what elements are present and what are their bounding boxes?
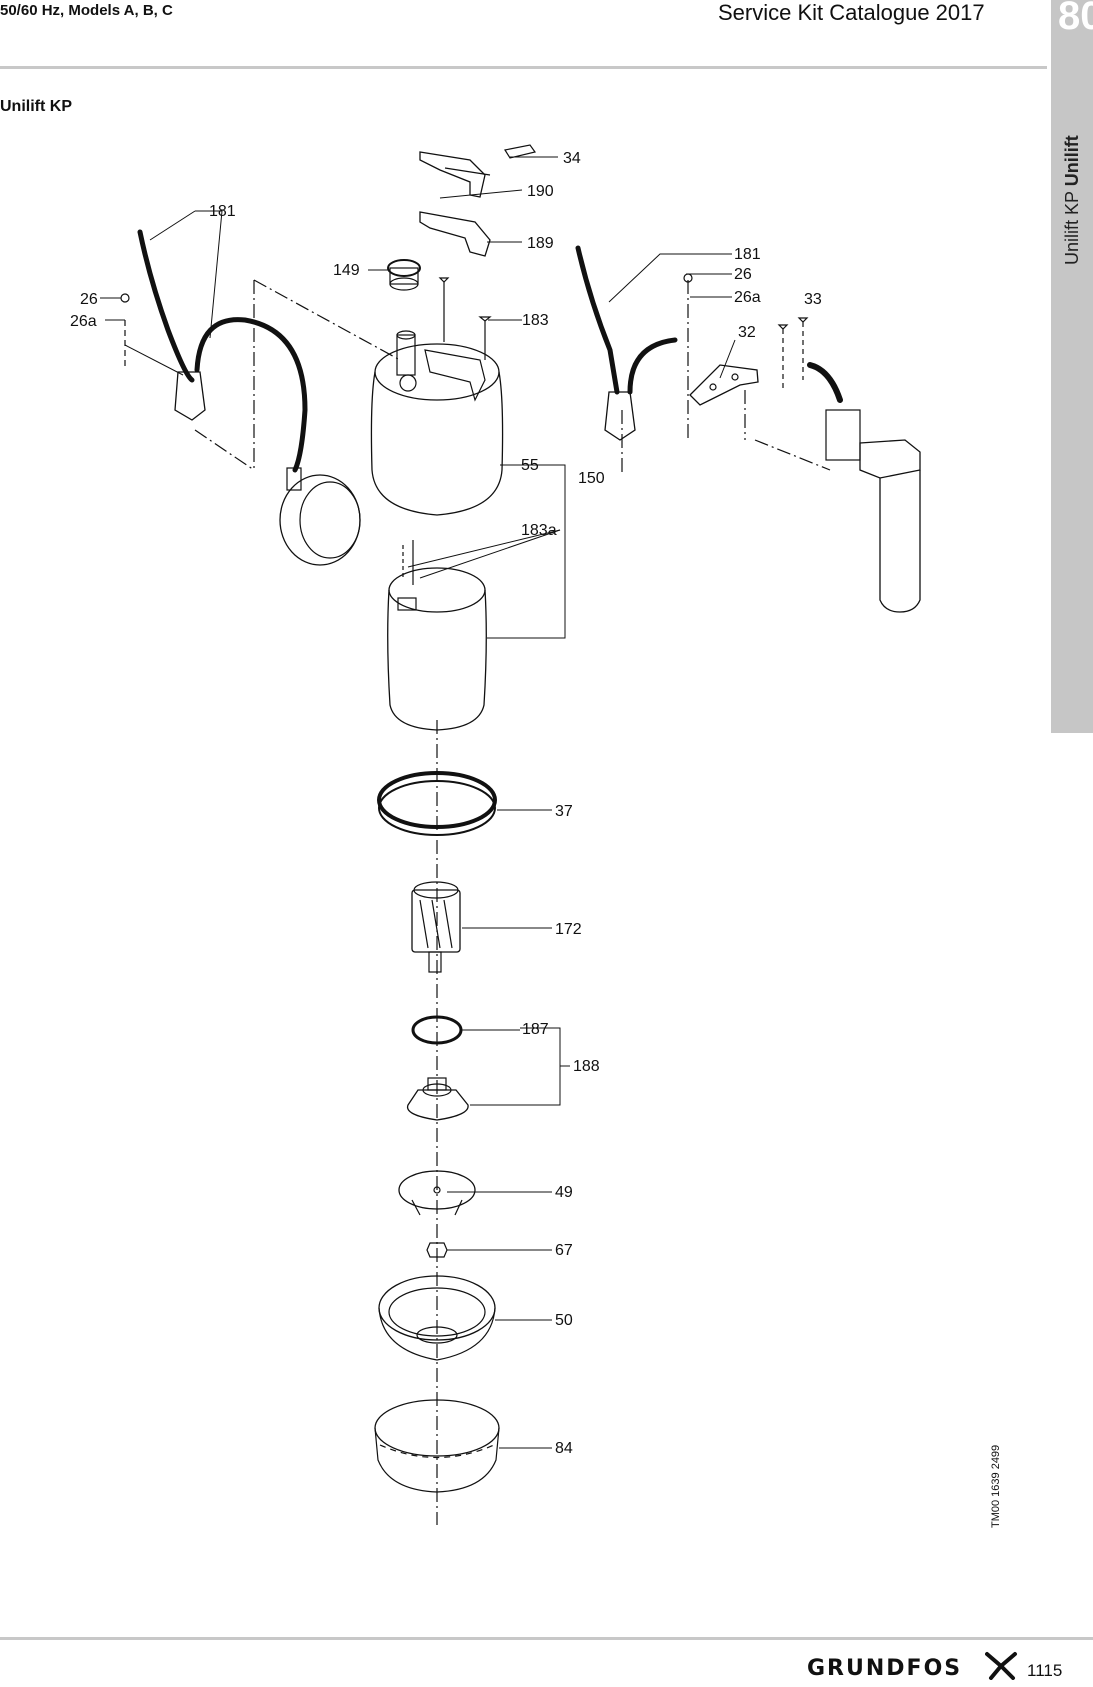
drawing-number: TM00 1639 2499 — [990, 1444, 1002, 1528]
header-catalogue-title: Service Kit Catalogue 2017 — [718, 0, 985, 25]
label-33: 33 — [804, 291, 822, 308]
label-189: 189 — [527, 235, 554, 252]
bracket-32 — [689, 364, 759, 406]
label-181-left: 181 — [209, 203, 236, 220]
section-tab — [1051, 0, 1093, 733]
label-181-right: 181 — [734, 246, 761, 263]
page-number: 1115 — [1027, 1661, 1063, 1680]
tab-family: Unilift — [1062, 135, 1082, 187]
label-67: 67 — [555, 1242, 573, 1259]
cable-gland-left — [174, 371, 206, 421]
label-55: 55 — [521, 457, 539, 474]
label-34: 34 — [563, 150, 581, 167]
label-26-left: 26 — [80, 291, 98, 308]
seal-ring-37 — [377, 771, 497, 829]
float-switch — [279, 474, 361, 566]
shaft-seal-188 — [406, 1089, 469, 1121]
label-188: 188 — [573, 1058, 600, 1075]
header-models: 50/60 Hz, Models A, B, C — [0, 2, 173, 19]
label-84: 84 — [555, 1440, 573, 1457]
section-number: 80 — [1058, 0, 1093, 38]
label-150: 150 — [578, 470, 605, 487]
grundfos-logo-icon — [985, 1652, 1017, 1680]
label-26a-left: 26a — [70, 313, 97, 330]
label-190: 190 — [527, 183, 554, 200]
label-183a: 183a — [521, 522, 557, 539]
header-divider — [0, 66, 1047, 69]
footer-divider — [0, 1637, 1093, 1640]
nut-149 — [387, 259, 421, 277]
label-26-right: 26 — [734, 266, 752, 283]
cable-gland-right — [604, 391, 636, 441]
section-tab-label: Unilift KP Unilift — [1052, 100, 1092, 265]
label-26a-right: 26a — [734, 289, 761, 306]
label-172: 172 — [555, 921, 582, 938]
brand-logo: GRUNDFOS — [807, 1656, 963, 1681]
label-37: 37 — [555, 803, 573, 820]
section-title: Unilift KP — [0, 98, 72, 115]
tab-product: Unilift KP — [1062, 191, 1082, 265]
label-32: 32 — [738, 324, 756, 341]
label-50: 50 — [555, 1312, 573, 1329]
cable-left — [137, 229, 195, 383]
screw-34 — [504, 144, 537, 159]
impeller-49 — [398, 1170, 476, 1210]
level-switch-unit — [859, 439, 921, 479]
cable-right — [575, 245, 620, 395]
nut-67 — [426, 1242, 448, 1258]
label-183: 183 — [522, 312, 549, 329]
bracket-189 — [419, 211, 491, 257]
label-149: 149 — [333, 262, 360, 279]
o-ring-187 — [411, 1015, 463, 1045]
exploded-parts-diagram: 34 190 189 149 181 26 26a 183 55 150 183… — [70, 144, 921, 1525]
label-49: 49 — [555, 1184, 573, 1201]
label-187: 187 — [522, 1021, 549, 1038]
handle-190 — [419, 151, 486, 198]
